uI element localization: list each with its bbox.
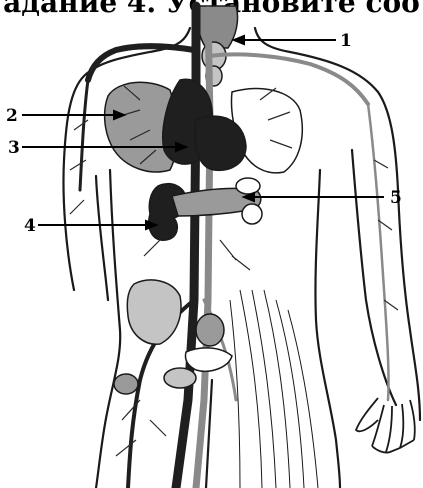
callout-2: 2 bbox=[6, 106, 18, 126]
pelvis bbox=[114, 280, 232, 394]
right-hand bbox=[356, 398, 415, 453]
callout-3: 3 bbox=[8, 138, 20, 158]
thigh-muscles bbox=[230, 290, 318, 488]
callout-4: 4 bbox=[24, 216, 36, 236]
callout-5: 5 bbox=[390, 188, 402, 208]
head-vessels bbox=[198, 6, 238, 86]
callout-1: 1 bbox=[340, 31, 352, 51]
